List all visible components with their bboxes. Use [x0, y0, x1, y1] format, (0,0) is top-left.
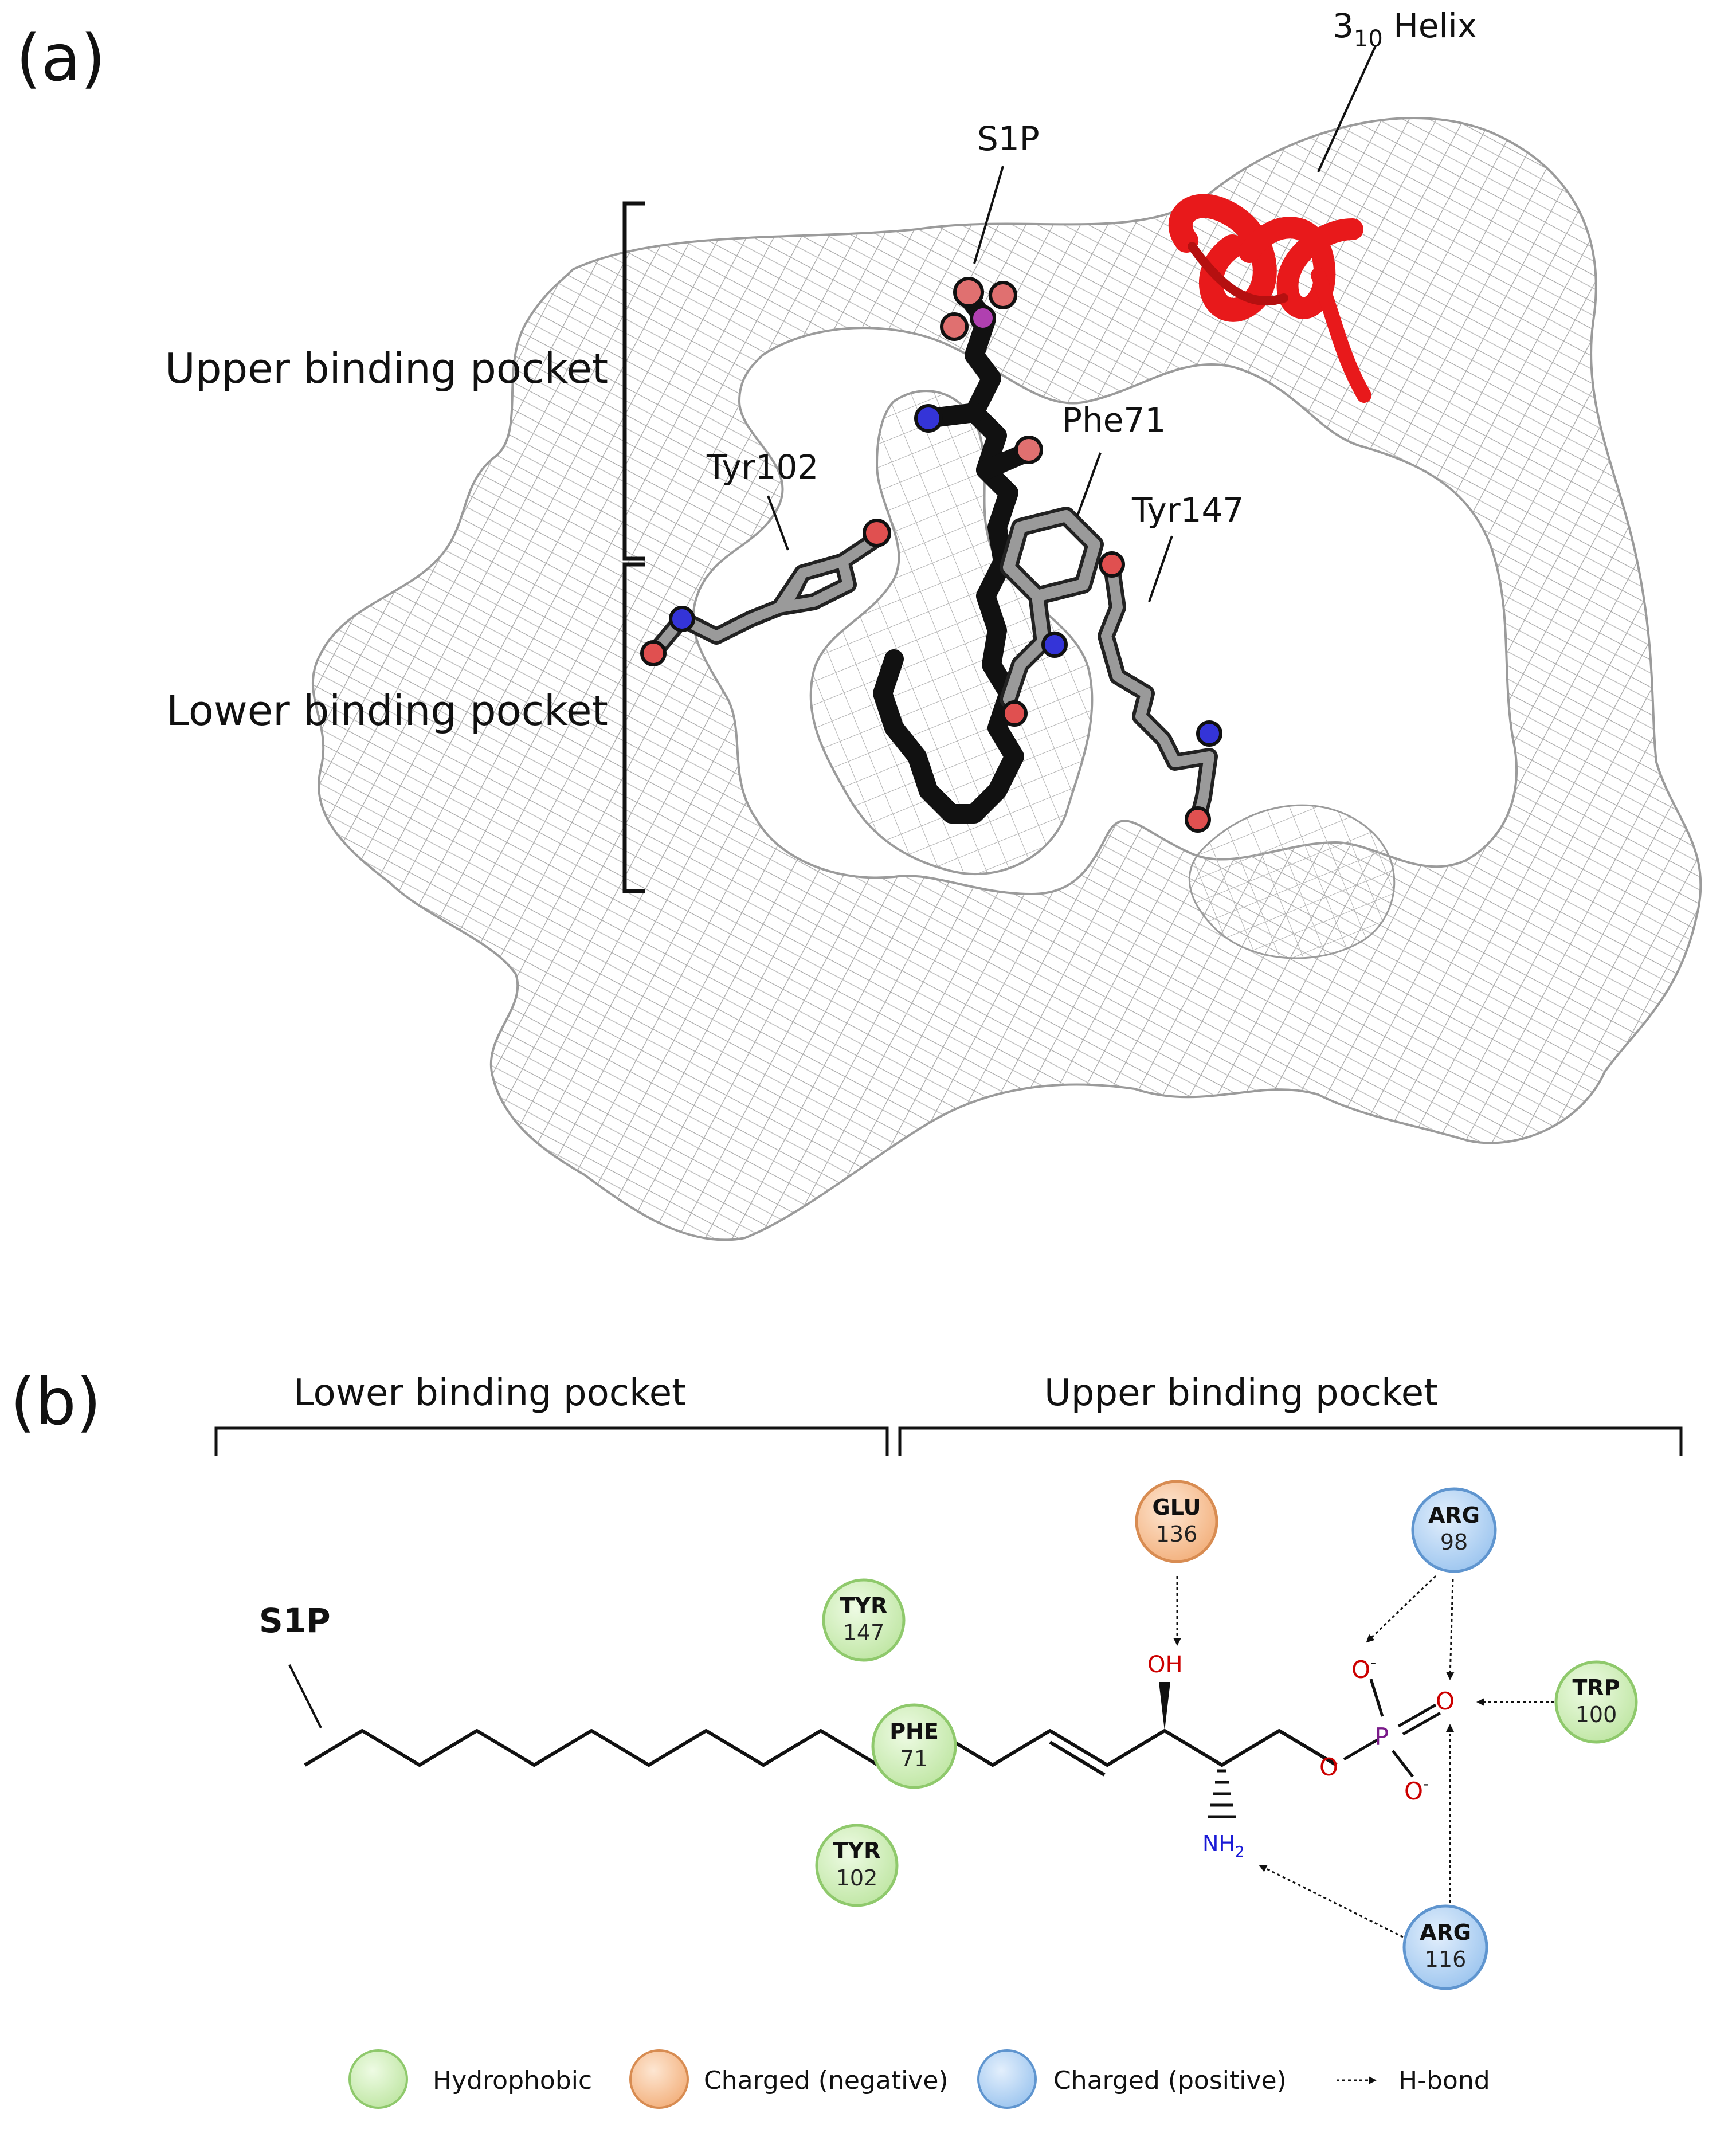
h-bond-arrows	[1173, 1575, 1554, 1938]
phe71-sticks-inner	[1003, 510, 1100, 705]
phe71-leader-line	[1076, 452, 1102, 516]
panel-b-label: (b)	[10, 1365, 101, 1440]
phe71-nitrogen-atom	[1041, 632, 1068, 658]
legend-positive-label: Charged (positive)	[1053, 2066, 1287, 2095]
arg98-name: ARG	[1428, 1503, 1480, 1528]
leader-lines	[767, 45, 1377, 602]
residue-tyr147: TYR 147	[822, 1578, 906, 1662]
helix-leader-line	[1317, 45, 1377, 172]
phe71-label: Phe71	[1062, 401, 1166, 440]
nitrogen-atom	[914, 404, 943, 433]
double-bond-line	[1049, 1740, 1106, 1777]
legend-negative-swatch	[629, 2049, 689, 2109]
section-brackets	[214, 1426, 1683, 1456]
upper-binding-pocket-label: Upper binding pocket	[165, 344, 608, 393]
oh-wedge-bond	[1159, 1682, 1170, 1731]
s1p-leader-line	[973, 166, 1004, 264]
tyr102-name: TYR	[833, 1838, 881, 1863]
tyr147-number: 147	[843, 1620, 885, 1645]
tyr102-leader-line	[767, 495, 789, 551]
tyr147-leader-line	[1148, 535, 1173, 602]
legend-hydrophobic-swatch	[348, 2049, 408, 2109]
tyr102-oxygen-atom	[863, 519, 891, 547]
tyr147-label: Tyr147	[1131, 491, 1244, 530]
helix-ribbon	[1168, 194, 1371, 403]
lower-binding-pocket-label: Lower binding pocket	[166, 687, 608, 735]
p-o-minus-bond-bottom	[1392, 1750, 1414, 1778]
legend-hbond-label: H-bond	[1398, 2066, 1490, 2095]
residue-phe71: PHE 71	[871, 1703, 957, 1789]
phe71-oxygen-atom	[1001, 700, 1028, 727]
arg116-circle	[1402, 1904, 1488, 1990]
ester-oxygen-label: O	[1319, 1753, 1338, 1781]
legend-hydrophobic-label: Hydrophobic	[433, 2066, 592, 2095]
p-o-minus-bond-top	[1369, 1679, 1384, 1717]
tyr102-number: 102	[836, 1865, 878, 1891]
s1p-leader-line	[288, 1664, 322, 1728]
legend-negative-label: Charged (negative)	[704, 2066, 949, 2095]
legend-positive-swatch	[977, 2049, 1037, 2109]
residue-trp100: TRP 100	[1554, 1660, 1638, 1744]
arg116-name: ARG	[1420, 1920, 1471, 1945]
upper-binding-pocket-heading: Upper binding pocket	[1044, 1372, 1438, 1414]
s1p-skeletal-chain	[304, 1729, 1338, 1777]
phe71-name: PHE	[889, 1719, 939, 1744]
residue-arg116: ARG 116	[1402, 1904, 1488, 1990]
tyr147-nitrogen-atom	[1196, 720, 1222, 747]
arg98-o-double-hbond	[1446, 1578, 1455, 1680]
lower-binding-pocket-heading: Lower binding pocket	[293, 1372, 686, 1414]
tyr147-circle	[822, 1578, 906, 1662]
residue-tyr102: TYR 102	[815, 1824, 899, 1907]
o-minus-bottom-label: O-	[1404, 1774, 1429, 1805]
tyr147-sticks-inner	[1101, 562, 1214, 825]
o-p-bond	[1343, 1738, 1380, 1761]
lower-section-bracket	[214, 1426, 889, 1456]
oh-group-label: OH	[1147, 1652, 1183, 1678]
arg116-number: 116	[1425, 1947, 1467, 1972]
residue-glu136: GLU 136	[1135, 1480, 1218, 1563]
oxygen-atom	[953, 277, 984, 308]
arg98-o-minus-hbond	[1366, 1575, 1437, 1643]
arg98-circle	[1411, 1487, 1497, 1573]
legend: Hydrophobic Charged (negative) Charged (…	[348, 2049, 1490, 2109]
phosphorus-atom	[970, 305, 996, 331]
arg116-nh2-hbond	[1259, 1864, 1404, 1938]
p-o-double-bond	[1397, 1703, 1441, 1736]
tyr147-oxygen-atom	[1185, 806, 1211, 833]
nh2-hashed-bond	[1208, 1769, 1236, 1818]
tyr102-circle	[815, 1824, 899, 1907]
phe71-number: 71	[900, 1746, 928, 1771]
o-minus-top-label: O-	[1351, 1653, 1376, 1684]
residue-arg98: ARG 98	[1411, 1487, 1497, 1573]
s1p-structure-label: S1P	[259, 1601, 331, 1640]
arg98-number: 98	[1440, 1530, 1468, 1555]
glu136-name: GLU	[1153, 1495, 1201, 1520]
pocket-brackets	[622, 201, 645, 893]
panel-a-label: (a)	[16, 21, 105, 96]
tyr147-name: TYR	[840, 1593, 888, 1618]
tyr102-label: Tyr102	[706, 448, 818, 487]
s1p-ligand-atoms	[914, 277, 1043, 464]
o-double-label: O	[1436, 1687, 1455, 1715]
upper-section-bracket	[898, 1426, 1683, 1456]
tyr147-oxygen-atom	[1099, 551, 1125, 578]
oxygen-atom	[1014, 436, 1043, 464]
oxygen-atom	[940, 312, 969, 341]
tyr102-oxygen-atom	[640, 640, 667, 666]
panel-b: (b) Lower binding pocket Upper binding p…	[10, 1365, 1683, 1990]
helix-label: 310 Helix	[1333, 6, 1477, 52]
nh2-group-label: NH2	[1202, 1831, 1245, 1861]
glu136-number: 136	[1156, 1522, 1198, 1547]
oxygen-atom	[989, 281, 1017, 309]
s1p-label: S1P	[977, 119, 1040, 158]
phosphorus-label: P	[1374, 1723, 1389, 1751]
tyr102-nitrogen-atom	[669, 606, 695, 632]
trp100-number: 100	[1576, 1702, 1617, 1727]
phe71-circle	[871, 1703, 957, 1789]
glu136-circle	[1135, 1480, 1218, 1563]
trp100-circle	[1554, 1660, 1638, 1744]
panel-a: (a)	[16, 6, 1702, 1241]
trp100-name: TRP	[1572, 1675, 1620, 1700]
